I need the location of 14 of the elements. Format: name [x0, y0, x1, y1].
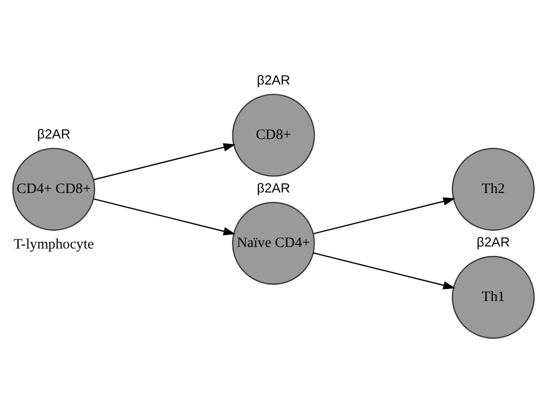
arrow: [313, 196, 456, 234]
node-label: β2AR: [256, 180, 290, 196]
node-circle: CD8+: [232, 93, 315, 176]
node-label: T-lymphocyte: [14, 236, 94, 252]
node-circle: Th1: [452, 255, 535, 338]
node-circle: CD4+ CD8+: [12, 147, 96, 230]
node-circle: Th2: [452, 147, 535, 230]
node-label: β2AR: [256, 72, 290, 88]
node-label: β2AR: [476, 234, 510, 250]
arrow: [313, 252, 456, 289]
node-label: β2AR: [37, 126, 70, 142]
node-circle: Naïve CD4+: [232, 201, 315, 284]
arrow: [94, 198, 236, 235]
arrow: [94, 142, 236, 180]
